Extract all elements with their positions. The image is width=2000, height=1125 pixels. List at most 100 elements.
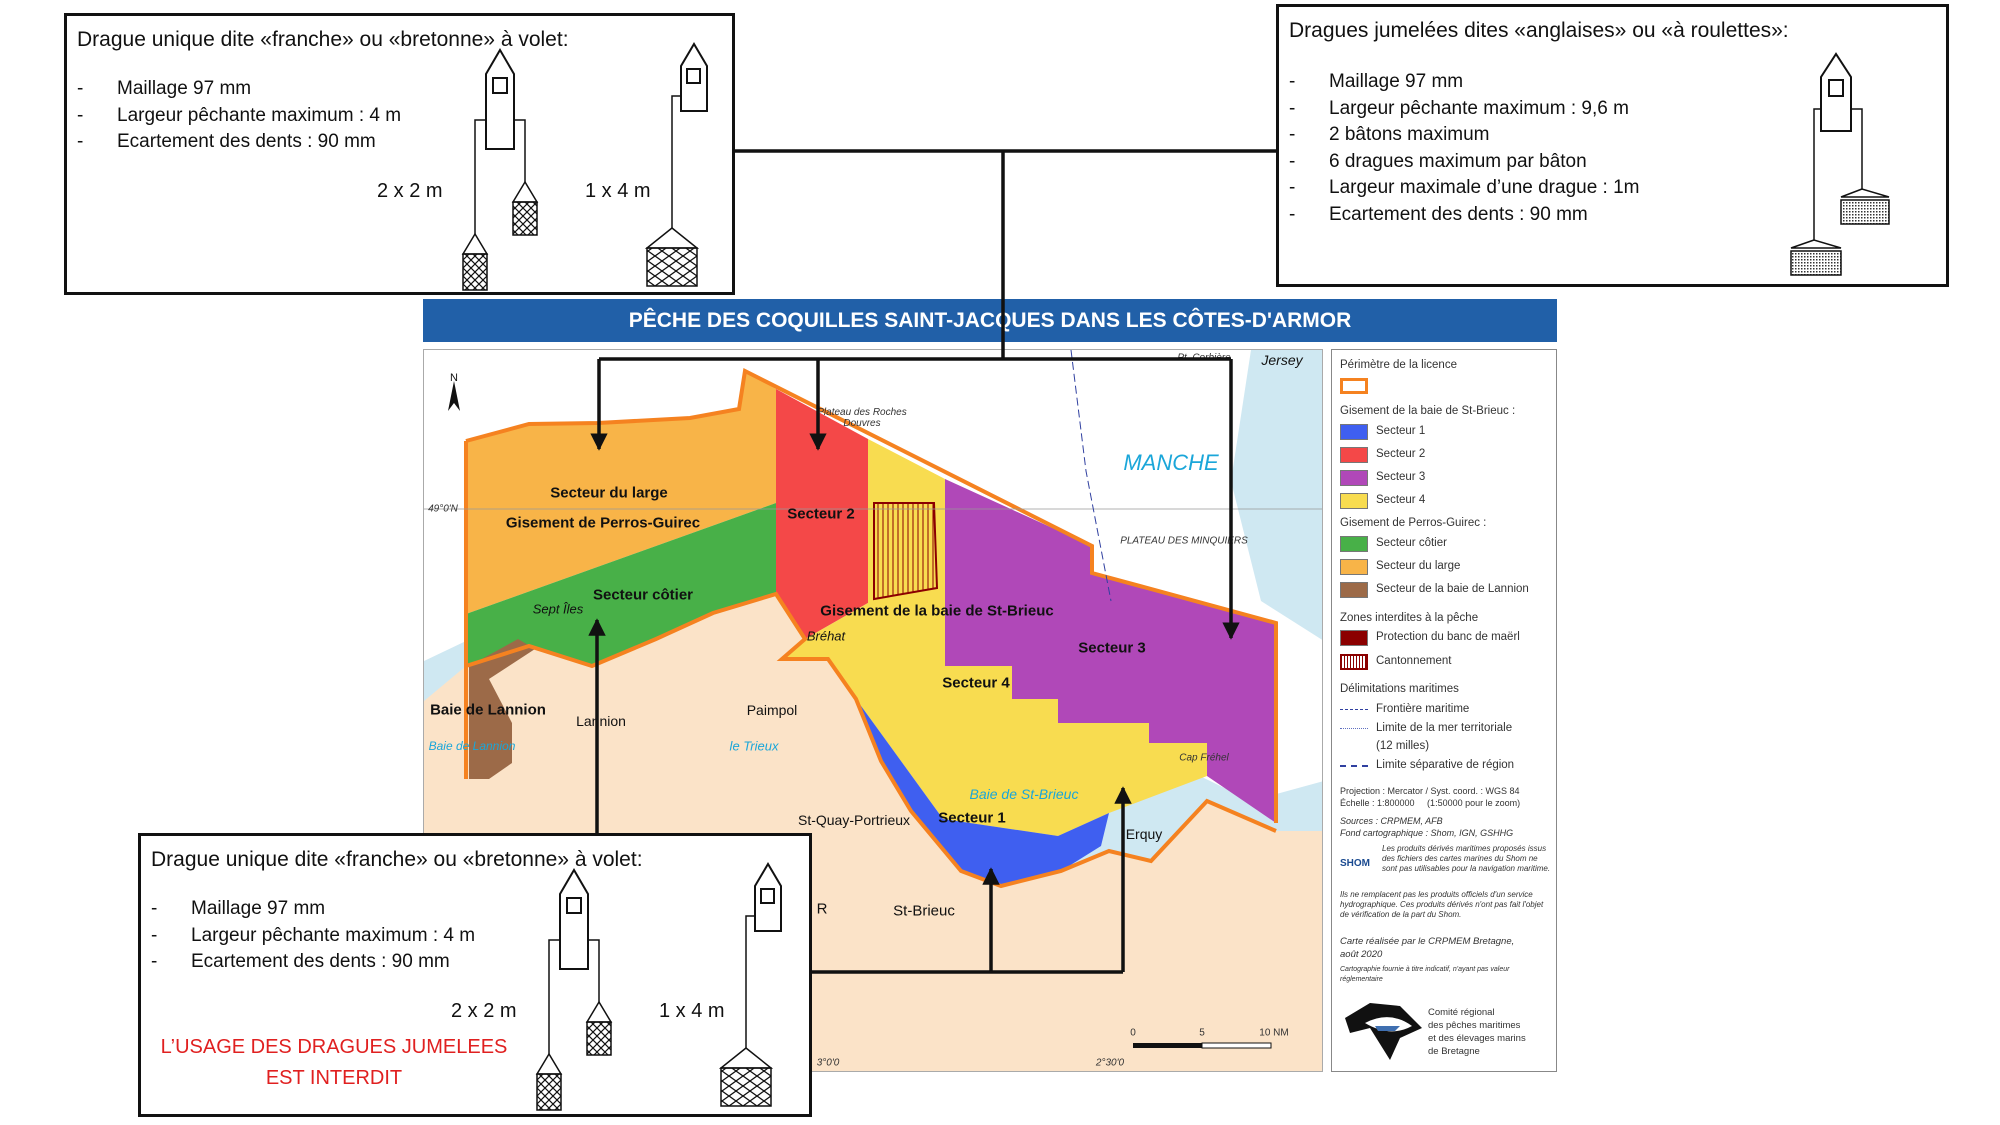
zone-cantonnement bbox=[873, 502, 939, 601]
legend-label: Secteur 2 bbox=[1376, 448, 1426, 460]
legend-perimetre: Périmètre de la licence bbox=[1340, 359, 1457, 371]
spec-item: 2 bâtons maximum bbox=[1279, 124, 1640, 151]
dredge-net-icon bbox=[718, 1047, 774, 1107]
label-secteur-4: Secteur 4 bbox=[942, 674, 1010, 692]
label-baie-stbrieuc: Baie de St-Brieuc bbox=[969, 786, 1079, 802]
label-paimpol: Paimpol bbox=[746, 702, 798, 718]
maritime-border bbox=[1070, 350, 1112, 602]
spec-item: Ecartement des dents : 90 mm bbox=[1279, 204, 1640, 231]
legend-swatch-secteur3 bbox=[1340, 470, 1368, 486]
legend-label: Limite séparative de région bbox=[1376, 759, 1515, 771]
legend-date: août 2020 bbox=[1340, 949, 1383, 960]
box-title: Drague unique dite «franche» ou «bretonn… bbox=[151, 848, 643, 871]
comite-line: Comité régional bbox=[1428, 1007, 1495, 1018]
label-longitude-2: 2°30'0 bbox=[1095, 1057, 1125, 1069]
label-gisement-stbrieuc: Gisement de la baie de St-Brieuc bbox=[820, 602, 1054, 620]
spec-list: Maillage 97 mm Largeur pêchante maximum … bbox=[1279, 71, 1640, 230]
comite-line: de Bretagne bbox=[1428, 1046, 1480, 1057]
label-minquiers: PLATEAU DES MINQUIERS bbox=[1120, 535, 1248, 547]
legend-label: Protection du banc de maërl bbox=[1376, 631, 1520, 643]
twin-dredge-icon bbox=[1790, 188, 1890, 276]
legend-comite: Comité régional des pêches maritimes et … bbox=[1428, 1006, 1526, 1058]
spec-item: Largeur maximale d’une drague : 1m bbox=[1279, 177, 1640, 204]
legend-label: Cantonnement bbox=[1376, 655, 1452, 667]
label-secteur-cotier: Secteur côtier bbox=[592, 586, 694, 604]
legend-label: (12 milles) bbox=[1376, 740, 1430, 752]
boat-icon bbox=[745, 862, 782, 1048]
legend-swatch-secteur4 bbox=[1340, 493, 1368, 509]
config-label-2x2: 2 x 2 m bbox=[377, 180, 443, 202]
spec-item: Maillage 97 mm bbox=[1279, 71, 1640, 98]
legend-swatch-maerl bbox=[1340, 630, 1368, 646]
zone-secteur-cotier bbox=[466, 503, 776, 666]
legend-label: Secteur du large bbox=[1376, 560, 1461, 572]
label-latitude: 49°0'N bbox=[428, 503, 458, 515]
boat-icon bbox=[548, 868, 600, 1054]
scale-label-10: 10 NM bbox=[1259, 1027, 1289, 1039]
comite-line: et des élevages marins bbox=[1428, 1033, 1526, 1044]
legend-swatch-licence bbox=[1340, 378, 1368, 394]
zone-secteur-1 bbox=[856, 699, 1109, 886]
legend-label: Secteur côtier bbox=[1376, 537, 1447, 549]
label-longitude-1: 3°0'0 bbox=[816, 1057, 840, 1069]
spec-list: Maillage 97 mm Largeur pêchante maximum … bbox=[67, 78, 401, 158]
label-gisement-perros: Gisement de Perros-Guirec bbox=[505, 514, 701, 532]
label-r: R bbox=[816, 900, 828, 918]
legend-swatch-lannion bbox=[1340, 582, 1368, 598]
legend-zones: Zones interdites à la pêche bbox=[1340, 612, 1479, 624]
label-manche: MANCHE bbox=[1123, 450, 1219, 475]
label-erquy: Erquy bbox=[1125, 826, 1163, 842]
label-secteur-large: Secteur du large bbox=[550, 484, 668, 502]
legend-label: Secteur 1 bbox=[1376, 425, 1426, 437]
spec-item: Largeur pêchante maximum : 9,6 m bbox=[1279, 98, 1640, 125]
zone-secteur-2 bbox=[776, 389, 868, 639]
legend-swatch-cotier bbox=[1340, 536, 1368, 552]
legend-label: Limite de la mer territoriale bbox=[1376, 722, 1513, 734]
legend-swatch-secteur1 bbox=[1340, 424, 1368, 440]
legend-echelle: Échelle : 1:800000 (1:50000 pour le zoom… bbox=[1340, 798, 1521, 808]
legend-line-12milles bbox=[1340, 728, 1368, 729]
config-label-2x2: 2 x 2 m bbox=[451, 1000, 517, 1022]
map-legend: Périmètre de la licence Gisement de la b… bbox=[1331, 349, 1557, 1072]
single-dredge-boats-illustration bbox=[461, 42, 708, 291]
shom-logo: SHOM bbox=[1340, 858, 1370, 869]
legend-label: Secteur 4 bbox=[1376, 494, 1426, 506]
legend-line-frontiere bbox=[1340, 709, 1368, 710]
info-box-twin-dredge: Dragues jumelées dites «anglaises» ou «à… bbox=[1276, 4, 1949, 287]
label-lannion: Lannion bbox=[576, 713, 626, 729]
zone-secteur-3 bbox=[945, 479, 1276, 823]
label-baie-lannion-sea: Baie de Lannion bbox=[428, 739, 516, 753]
zone-baie-lannion bbox=[469, 639, 535, 779]
box-title: Drague unique dite «franche» ou «bretonn… bbox=[77, 28, 569, 51]
legend-swatch-cantonnement bbox=[1340, 654, 1368, 670]
jersey-minquiers-shallows bbox=[1231, 350, 1322, 640]
legend-label: Secteur 3 bbox=[1376, 471, 1426, 483]
legend-label: Frontière maritime bbox=[1376, 703, 1470, 715]
label-sept-iles: Sept Îles bbox=[532, 601, 584, 617]
spec-item: Ecartement des dents : 90 mm bbox=[141, 951, 475, 978]
label-roches-douvres: Plateau des Roches Douvres bbox=[817, 407, 907, 429]
crpmem-logo bbox=[1345, 1003, 1422, 1060]
map-title-bar: PÊCHE DES COQUILLES SAINT-JACQUES DANS L… bbox=[423, 299, 1557, 342]
legend-gisement-perros: Gisement de Perros-Guirec : bbox=[1340, 517, 1487, 529]
boat-icon bbox=[671, 42, 708, 228]
spec-item: Largeur pêchante maximum : 4 m bbox=[141, 925, 475, 952]
label-cap-frehel: Cap Fréhel bbox=[1179, 752, 1229, 764]
twin-dredge-boat-illustration bbox=[1790, 52, 1890, 276]
label-stbrieuc: St-Brieuc bbox=[893, 902, 955, 920]
scale-label-0: 0 bbox=[1130, 1027, 1136, 1039]
config-label-1x4: 1 x 4 m bbox=[659, 1000, 725, 1022]
legend-disclaimer: Cartographie fournie à titre indicatif, … bbox=[1340, 966, 1510, 983]
label-brehat: Bréhat bbox=[806, 628, 846, 644]
boat-icon bbox=[1813, 52, 1863, 240]
zone-secteur-large bbox=[466, 371, 776, 614]
spec-item: Maillage 97 mm bbox=[67, 78, 401, 105]
info-box-single-dredge-bottom: Drague unique dite «franche» ou «bretonn… bbox=[138, 833, 812, 1117]
label-stquay: St-Quay-Portrieux bbox=[797, 812, 911, 828]
label-trieux: le Trieux bbox=[729, 738, 779, 754]
info-box-single-dredge-top: Drague unique dite «franche» ou «bretonn… bbox=[64, 13, 735, 295]
spec-item: Largeur pêchante maximum : 4 m bbox=[67, 105, 401, 132]
dredge-net-icon bbox=[644, 227, 700, 287]
legend-projection: Projection : Mercator / Syst. coord. : W… bbox=[1340, 786, 1520, 796]
legend-gisement-stbrieuc: Gisement de la baie de St-Brieuc : bbox=[1340, 405, 1516, 417]
